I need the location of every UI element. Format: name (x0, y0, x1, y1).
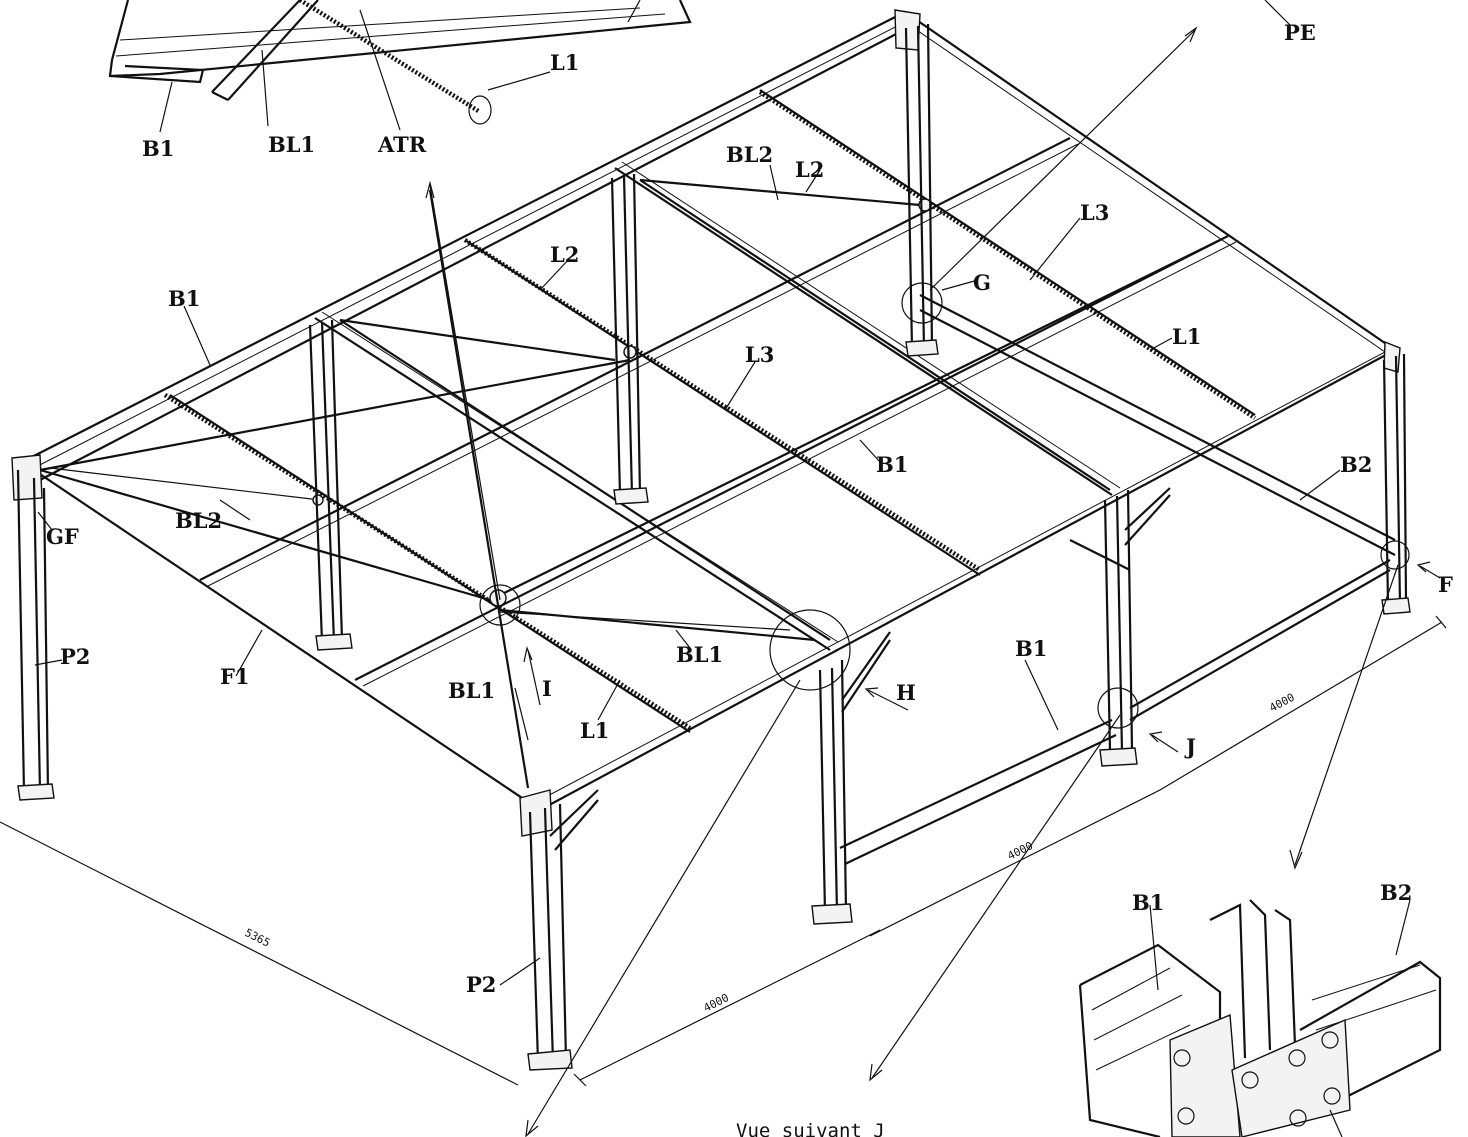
label-h: H (896, 680, 916, 705)
label-bl1-center: BL1 (676, 642, 723, 667)
label-atr: ATR (377, 132, 427, 157)
label-gf: GF (46, 524, 79, 549)
label-b1-inset: B1 (142, 136, 174, 161)
label-l1-right: L1 (1172, 324, 1201, 349)
label-b1-mid: B1 (876, 452, 908, 477)
label-l2-left: L2 (550, 242, 579, 267)
label-g: G (973, 270, 991, 295)
dimension-lines: 5365 4000 4000 4000 (0, 615, 1447, 1087)
label-b1-front: B1 (1015, 636, 1047, 661)
label-p2-front: P2 (466, 972, 496, 997)
label-l3-right: L3 (1080, 200, 1109, 225)
label-pe: PE (1284, 20, 1316, 45)
label-l1-inset: L1 (550, 50, 579, 75)
label-b2-detail: B2 (1380, 880, 1412, 905)
dim-bay-front: 4000 (701, 991, 731, 1015)
label-f1: F1 (220, 664, 250, 689)
label-bl2-right: BL2 (726, 142, 773, 167)
callouts (34, 0, 1441, 1137)
label-bl2-left: BL2 (175, 508, 222, 533)
dim-depth: 5365 (243, 926, 273, 950)
label-j: J (1184, 734, 1196, 759)
detail-view-j (1078, 899, 1442, 1137)
label-b2-right: B2 (1340, 452, 1372, 477)
label-p2-left: P2 (60, 644, 90, 669)
part-labels: B1 BL1 ATR L1 PE BL2 L2 L3 G L1 L2 B1 L3… (46, 20, 1453, 1137)
label-l1-front: L1 (580, 718, 609, 743)
label-bl1-inset: BL1 (268, 132, 315, 157)
roof-frame (11, 9, 1401, 837)
columns (16, 23, 1411, 1071)
label-b1-detail: B1 (1132, 890, 1164, 915)
caption-view-j: Vue suivant J (736, 1120, 885, 1137)
label-i-mid: I (542, 676, 552, 701)
label-l3-mid: L3 (745, 342, 774, 367)
dim-bay-mid: 4000 (1005, 839, 1035, 863)
label-b1-left: B1 (168, 286, 200, 311)
detail-inset-top-left (108, 0, 692, 125)
label-l2-right: L2 (795, 157, 824, 182)
label-f-right: F (1438, 572, 1453, 597)
label-bl1-left: BL1 (448, 678, 495, 703)
